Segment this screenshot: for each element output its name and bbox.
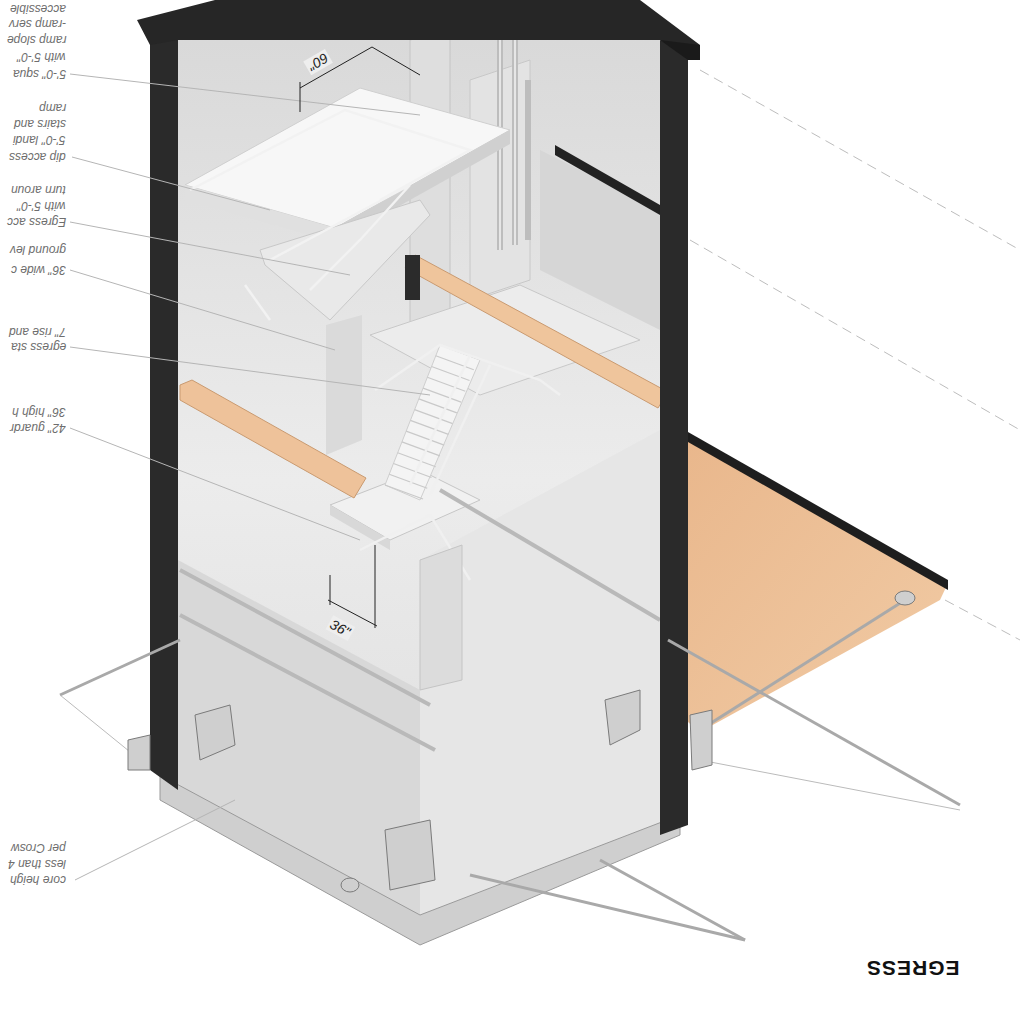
stair-tread bbox=[398, 453, 436, 467]
stair-tread bbox=[419, 399, 457, 413]
callout-note: with 5'-0" bbox=[17, 50, 66, 64]
stair-tread bbox=[389, 474, 427, 488]
dimension-label: 60" bbox=[303, 49, 332, 75]
callout-note: with 5'-0" bbox=[17, 199, 66, 213]
callout-note: 5'-0" squa bbox=[13, 67, 66, 81]
callout-note: accessible bbox=[10, 2, 66, 16]
callout-note: core heigh bbox=[10, 873, 66, 887]
callout-note: ramp slope bbox=[7, 33, 66, 47]
stair-tread bbox=[415, 410, 453, 424]
callout-note: egress sta bbox=[11, 340, 66, 354]
callout-note: ground lev bbox=[10, 243, 66, 257]
callout-note: Egress acc bbox=[7, 215, 66, 229]
stair-tread bbox=[385, 485, 423, 499]
callout-note: per Crosw bbox=[11, 841, 66, 855]
callout-note: turn aroun bbox=[11, 183, 66, 197]
dimension-label: 36" bbox=[325, 615, 354, 641]
callout-note: 36" wide c bbox=[11, 263, 66, 277]
callout-note: stairs and bbox=[14, 117, 66, 131]
callout-note: 7" rise and bbox=[9, 325, 66, 339]
stair-tread bbox=[410, 420, 448, 434]
stair-tread bbox=[393, 463, 431, 477]
stair-tread bbox=[402, 442, 440, 456]
drawing-title: EGRESS bbox=[866, 956, 960, 980]
callout-note: less than 4 bbox=[8, 857, 66, 871]
callout-note: ramp bbox=[39, 101, 66, 115]
callout-note: 5'-0" landi bbox=[13, 133, 66, 147]
callout-note: -ramp serv bbox=[9, 17, 66, 31]
callout-note: 42" guardr bbox=[10, 421, 66, 435]
stair-tread bbox=[406, 431, 444, 445]
callout-note: dip access bbox=[9, 150, 66, 164]
callout-note: 36" high h bbox=[12, 405, 66, 419]
